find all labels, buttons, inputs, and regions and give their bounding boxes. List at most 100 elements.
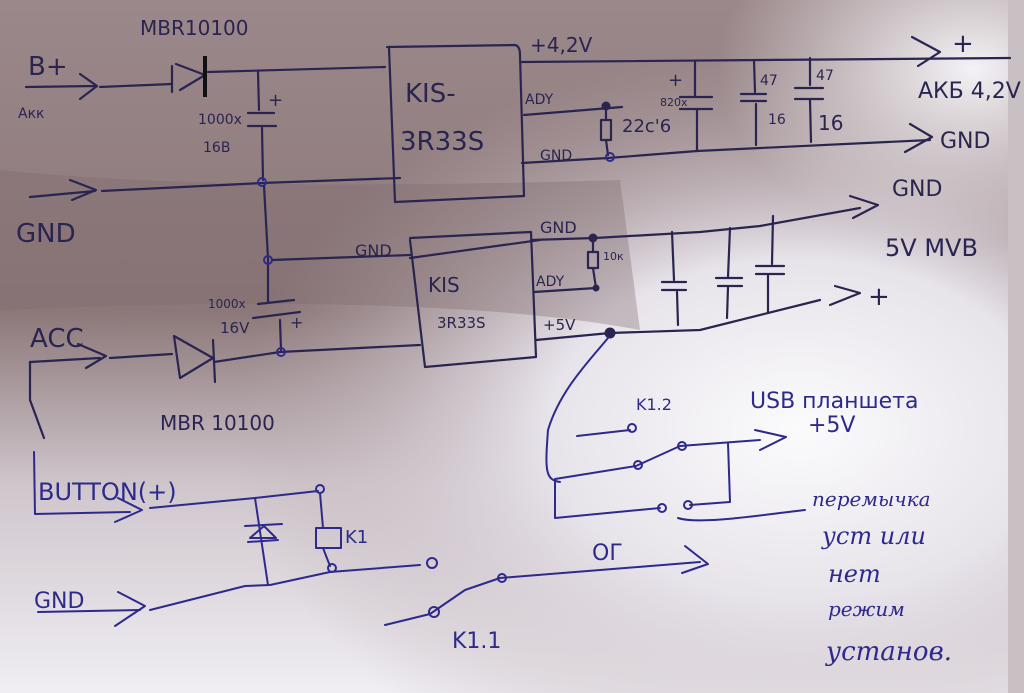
k12-node-common: [633, 460, 643, 470]
cap1-polarity: +: [268, 90, 283, 111]
regulator-bottom-adj-label: ADY: [536, 274, 565, 290]
k11-node-no: [497, 573, 507, 583]
flyback-diode: [244, 497, 283, 586]
regulator-top-box: [385, 43, 526, 204]
cap-47a-symbol: [739, 58, 768, 147]
acc-switch: [28, 360, 46, 440]
node-top-gnd: [605, 152, 615, 162]
k11-contact: [384, 561, 701, 626]
note-leader-line: [677, 509, 806, 522]
cap-47b-symbol: [793, 56, 825, 144]
wire-gnd-to-bottom-regulator: [270, 253, 412, 262]
label-b-plus: B+: [28, 52, 68, 82]
wire-acc-input: [28, 342, 174, 370]
regulator-top-adj-label: ADY: [525, 92, 554, 108]
arrow-k11-output: [681, 545, 709, 574]
label-acc: ACC: [30, 324, 84, 354]
label-diode-top: MBR10100: [140, 16, 249, 40]
cap1-voltage: 16В: [203, 140, 230, 156]
label-b-plus-sub: Акк: [18, 106, 45, 122]
label-usb-voltage: +5V: [808, 413, 855, 438]
node-bottom-out: [604, 327, 616, 339]
arrow-top-plus: [910, 35, 942, 68]
arrow-mid-plus: [828, 284, 862, 307]
note-line-5: установ.: [825, 637, 952, 667]
label-mid-name: 5V MVB: [885, 234, 978, 262]
label-top-gnd: GND: [940, 129, 990, 154]
regulator-top-line1: KIS-: [405, 79, 456, 109]
paper-edge: [1008, 0, 1024, 693]
shadow-band: [0, 170, 640, 330]
arrow-gnd-bottom: [114, 564, 421, 627]
regulator-bottom-out-label: +5V: [543, 316, 576, 334]
cap-mid-b: [714, 226, 744, 320]
regulator-bottom-line1: KIS: [428, 273, 460, 297]
wire-bottom-gnd-in: [408, 238, 542, 260]
regulator-top-line2: 3R33S: [400, 127, 484, 157]
wire-resistor-top-leads: [604, 108, 610, 157]
label-mid-gnd: GND: [892, 177, 942, 202]
node-cap2: [276, 347, 286, 357]
k12-node-no: [677, 441, 687, 451]
cap-820-polarity: +: [668, 70, 683, 91]
k12-common: [554, 439, 761, 480]
k12-contact-nc: [576, 429, 631, 437]
arrow-mid-gnd: [848, 194, 880, 220]
wire-top-gnd: [520, 149, 699, 165]
note-line-1: перемычка: [812, 487, 931, 511]
cap-mid-a: [660, 230, 688, 327]
label-mid-plus: +: [868, 282, 890, 312]
wire-b-plus-input: [24, 72, 174, 101]
wire-gnd-bottom-underline: [37, 609, 141, 613]
wire-to-usb-switch: [545, 337, 609, 483]
cap2-voltage: 16V: [220, 319, 250, 337]
k11-node-common: [428, 606, 440, 618]
regulator-bottom-line2: 3R33S: [437, 314, 486, 332]
cap2-symbol: [251, 298, 302, 352]
wire-button-frame: [33, 451, 131, 515]
resistor-10k-value: 10к: [603, 250, 624, 263]
node-top-adj: [601, 101, 611, 111]
label-gnd-bottom: GND: [34, 589, 84, 614]
note-line-2: уст или: [821, 522, 926, 550]
relay-coil: [315, 527, 342, 549]
note-line-3: нет: [828, 560, 881, 588]
cap-mid-c: [754, 214, 786, 315]
cap1-value: 1000x: [198, 112, 242, 128]
k12-jumper-loop: [554, 442, 731, 519]
wire-gnd-vertical: [262, 184, 270, 302]
cap-47b-value: 47: [816, 68, 834, 84]
label-relay-k1: K1: [345, 527, 368, 548]
cap-820-value: 820x: [660, 96, 688, 109]
k12-node-jumper-a: [657, 503, 667, 513]
label-k11-output: ОГ: [592, 541, 623, 566]
cap-47b-voltage: 16: [818, 111, 843, 135]
node-bottom-adj: [592, 284, 600, 292]
node-bottom-gnd: [588, 233, 598, 243]
node-gnd-cap1: [257, 177, 267, 187]
relay-node-out: [426, 557, 438, 569]
cap2-polarity: +: [290, 313, 303, 332]
k12-node-nc: [627, 423, 637, 433]
regulator-top-out-label: +4,2V: [530, 33, 593, 57]
label-relay-k12: K1.2: [636, 395, 672, 414]
regulator-bottom-gnd-in-label: GND: [355, 241, 392, 260]
cap-820-symbol: [678, 60, 714, 153]
cap1-symbol: [246, 70, 278, 182]
k12-node-jumper-b: [683, 500, 693, 510]
arrow-usb: [754, 429, 787, 451]
wire-top-gnd-out: [695, 138, 932, 153]
label-relay-k11: K1.1: [452, 629, 501, 654]
regulator-bottom-gnd-out-label: GND: [540, 218, 577, 237]
wire-gnd-top-input: [28, 176, 402, 202]
arrow-top-gnd: [903, 122, 934, 154]
cap-47a-value: 47: [760, 73, 778, 89]
wire-bottom-adj: [532, 286, 598, 294]
resistor-top-value: 22c'6: [622, 116, 671, 137]
cap2-value: 1000x: [208, 297, 246, 311]
label-battery: АКБ 4,2V: [918, 79, 1021, 104]
label-usb: USB планшета: [750, 389, 918, 414]
